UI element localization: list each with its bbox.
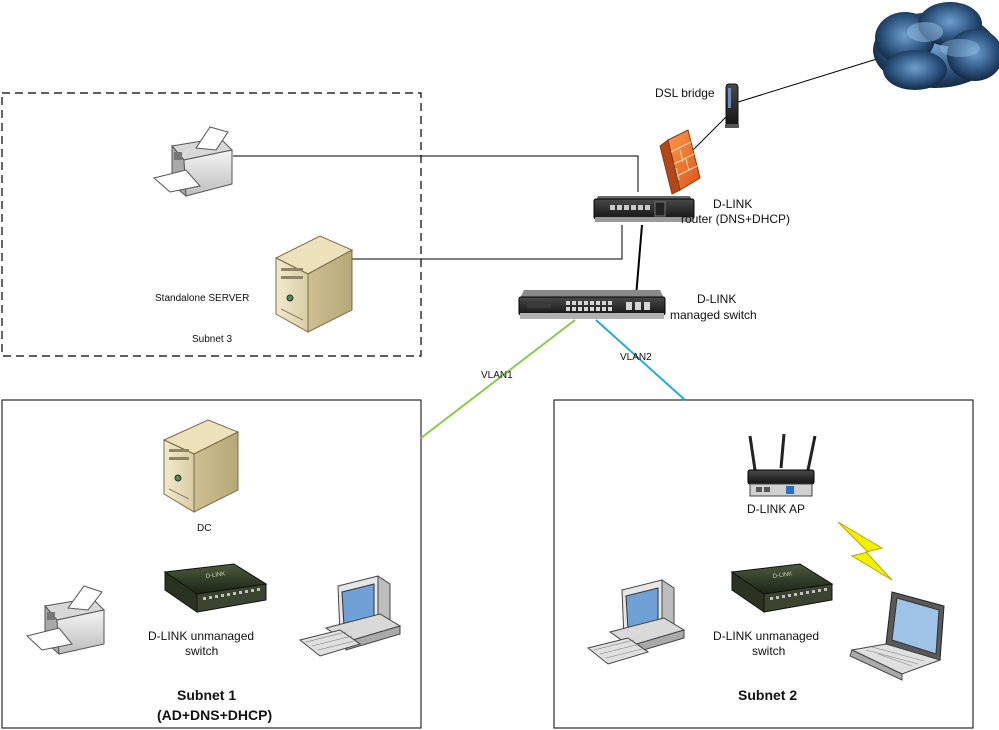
subnet1-switch-brand: D-LINK xyxy=(205,571,225,580)
subnet3-label: Subnet 3 xyxy=(192,334,232,345)
printer-to-router-link xyxy=(233,155,639,192)
laptop-icon xyxy=(849,591,945,681)
firewall-icon xyxy=(659,129,701,195)
subnet2-unmanaged-switch-icon: D-LINK xyxy=(730,563,834,613)
vlan1-label: VLAN1 xyxy=(481,370,513,381)
dc-server-icon xyxy=(162,419,240,513)
router-icon xyxy=(593,196,695,222)
router-label-line1: D-LINK xyxy=(713,197,752,211)
subnet2-desktop-pc-icon xyxy=(586,579,686,665)
subnet1-unmanaged-switch-icon: D-LINK xyxy=(163,563,268,613)
server-label: Standalone SERVER xyxy=(155,293,249,304)
access-point-label: D-LINK AP xyxy=(747,502,805,516)
subnet2-region xyxy=(553,399,974,729)
subnet1-unmanaged-label-line2: switch xyxy=(185,644,218,658)
subnet2-title: Subnet 2 xyxy=(738,687,797,703)
subnet1-title-line2: (AD+DNS+DHCP) xyxy=(157,707,272,723)
vlan2-label: VLAN2 xyxy=(620,352,652,363)
router-label-line2: router (DNS+DHCP) xyxy=(681,212,790,226)
managed-switch-icon xyxy=(518,290,666,319)
subnet2-switch-brand: D-LINK xyxy=(772,571,792,580)
access-point-icon xyxy=(747,433,817,497)
vlan2-link xyxy=(595,319,686,401)
cloud-to-dsl-link xyxy=(734,57,881,104)
router-to-managed-switch-link xyxy=(635,224,643,298)
subnet1-printer-icon xyxy=(25,585,106,656)
managed-switch-label-line1: D-LINK xyxy=(697,292,736,306)
subnet2-unmanaged-label-line2: switch xyxy=(752,644,785,658)
subnet1-desktop-pc-icon xyxy=(298,575,402,657)
dsl-to-firewall-link xyxy=(687,114,729,156)
dsl-bridge-icon xyxy=(725,83,739,128)
dsl-bridge-label: DSL bridge xyxy=(655,86,715,100)
subnet1-region xyxy=(1,399,422,729)
subnet1-unmanaged-label-line1: D-LINK unmanaged xyxy=(148,629,254,643)
cloud-icon xyxy=(873,2,999,90)
subnet2-unmanaged-label-line1: D-LINK unmanaged xyxy=(713,629,819,643)
dc-label: DC xyxy=(197,523,211,534)
wireless-link-icon xyxy=(837,521,893,581)
vlan1-link xyxy=(420,319,576,439)
managed-switch-label-line2: managed switch xyxy=(670,308,757,322)
subnet1-title-line1: Subnet 1 xyxy=(177,687,236,703)
subnet3-region xyxy=(1,92,422,357)
printer-icon xyxy=(152,126,234,198)
server-icon xyxy=(274,235,354,333)
server-to-router-link xyxy=(348,225,623,260)
